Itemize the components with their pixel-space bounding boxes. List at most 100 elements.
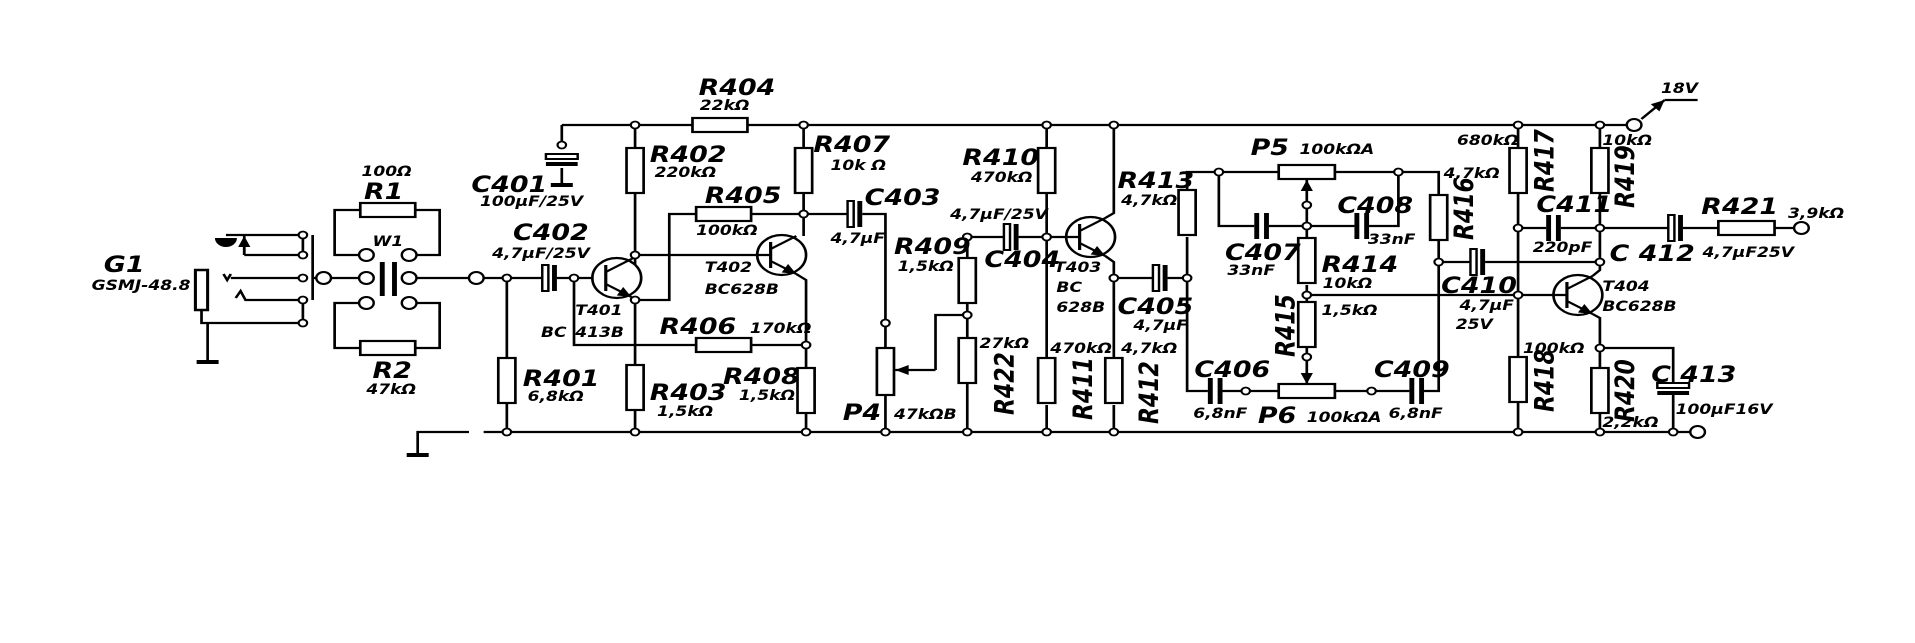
resistor-body xyxy=(1590,146,1610,195)
supply-terminal xyxy=(1625,118,1643,132)
ground-icon xyxy=(196,360,219,364)
label-r412-ref: R412 xyxy=(1133,361,1165,424)
label-c407-ref: C407 xyxy=(1225,239,1302,265)
label-p4-value: 47kΩB xyxy=(893,406,957,422)
wiper-arrow-icon xyxy=(895,365,936,375)
junction-node xyxy=(961,427,973,437)
junction-node xyxy=(1301,352,1313,362)
resistor-body xyxy=(694,336,753,354)
label-c404-value: 4,7µF/25V xyxy=(949,206,1050,222)
capacitor-plate xyxy=(1480,249,1486,275)
junction-node xyxy=(568,273,580,283)
junction-node xyxy=(1181,273,1193,283)
label-r401-value: 6,8kΩ xyxy=(528,388,584,404)
resistor-body xyxy=(1036,356,1057,405)
resistor-R410 xyxy=(1036,146,1057,195)
resistor-R402 xyxy=(625,146,645,195)
ground-icon xyxy=(550,183,573,187)
label-r417-ref: R417 xyxy=(1528,128,1560,192)
label-t401-ref: T401 xyxy=(575,302,622,318)
resistor-R411 xyxy=(1036,356,1057,405)
resistor-body xyxy=(1508,355,1528,404)
label-p5-ref: P5 xyxy=(1251,134,1289,160)
label-p6-value: 100kΩA xyxy=(1307,409,1382,425)
resistor-R413 xyxy=(1177,188,1197,237)
label-r405-value: 100kΩ xyxy=(696,222,758,238)
label-c409-value: 6,8nF xyxy=(1389,405,1443,421)
resistor-R421 xyxy=(1717,219,1776,237)
label-r410-ref: R410 xyxy=(962,144,1039,170)
junction-node xyxy=(1108,273,1120,283)
label-r418-value: 100kΩ xyxy=(1523,340,1585,356)
transformer-pin xyxy=(357,248,375,262)
resistor-body xyxy=(1296,236,1317,285)
resistor-R404 xyxy=(691,116,749,134)
junction-node xyxy=(1108,120,1120,130)
label-r413-ref: R413 xyxy=(1117,167,1194,193)
wire xyxy=(1104,125,1116,432)
wire xyxy=(1591,313,1675,432)
label-c412-value: 4,7µF25V xyxy=(1701,244,1796,260)
resistor-body xyxy=(1036,146,1057,195)
wire xyxy=(200,273,303,362)
resistor-R418 xyxy=(1508,355,1528,404)
junction-node xyxy=(1041,427,1053,437)
resistor-P6 xyxy=(1277,382,1337,400)
junction-node xyxy=(880,427,891,437)
supply-arrow-icon xyxy=(1640,99,1666,120)
junction-node xyxy=(501,427,513,437)
capacitor-C411 xyxy=(1546,215,1561,241)
wire xyxy=(572,278,807,347)
capacitor-plate xyxy=(1409,378,1415,404)
label-r409-ref: R409 xyxy=(894,233,971,259)
label-c402-ref: C402 xyxy=(513,219,589,245)
emitter-arrow-icon xyxy=(1078,242,1106,257)
resistor-R405 xyxy=(694,205,753,223)
capacitor-plate-positive xyxy=(1667,214,1676,242)
resistor-R2 xyxy=(358,339,417,357)
label-r414-value: 10kΩ xyxy=(1323,275,1373,291)
transformer-pin xyxy=(357,271,375,285)
transformer-W1 xyxy=(357,248,418,310)
label-c408-ref: C408 xyxy=(1337,192,1413,218)
label-r408-ref: R408 xyxy=(723,363,800,389)
junction-node xyxy=(961,232,973,242)
capacitor-C408 xyxy=(1354,213,1370,239)
label-r409-value: 1,5kΩ xyxy=(898,258,954,274)
label-c403-value: 4,7µF xyxy=(829,230,885,246)
resistor-body xyxy=(1590,366,1610,415)
junction-node xyxy=(629,427,641,437)
label-r1-value: 100Ω xyxy=(362,163,412,179)
transistor-T402 xyxy=(755,233,808,277)
wire xyxy=(330,208,469,350)
transformer-pin xyxy=(400,296,418,310)
junction-node xyxy=(1041,232,1053,242)
capacitor-C409 xyxy=(1409,378,1425,404)
resistor-R407 xyxy=(793,146,814,195)
junction-node xyxy=(1108,427,1120,437)
resistor-body xyxy=(793,146,814,195)
jack-sleeve xyxy=(193,268,210,312)
label-r406-value: 170kΩ xyxy=(750,320,812,336)
resistor-body xyxy=(1103,356,1124,405)
junction-node xyxy=(1512,223,1524,233)
junction-node xyxy=(1512,290,1524,300)
label-supply-voltage: 18V xyxy=(1661,80,1700,96)
junction-node xyxy=(1366,386,1377,396)
resistor-R415 xyxy=(1296,300,1317,349)
resistor-R422 xyxy=(957,336,978,385)
label-r407-ref: R407 xyxy=(813,131,891,157)
label-r403-ref: R403 xyxy=(650,379,727,405)
junction-node xyxy=(297,273,309,283)
resistor-body xyxy=(875,346,896,397)
label-c401-value: 100µF/25V xyxy=(480,193,585,209)
jack-tip-icon xyxy=(214,238,237,247)
label-t404-type: BC628B xyxy=(1602,298,1676,314)
label-p4-ref: P4 xyxy=(843,399,881,425)
junction-node xyxy=(297,318,309,328)
label-r411-value: 470kΩ xyxy=(1049,340,1112,356)
capacitor-C401 xyxy=(544,153,579,166)
junction-node xyxy=(961,310,973,320)
label-c401-ref: C401 xyxy=(471,171,547,197)
